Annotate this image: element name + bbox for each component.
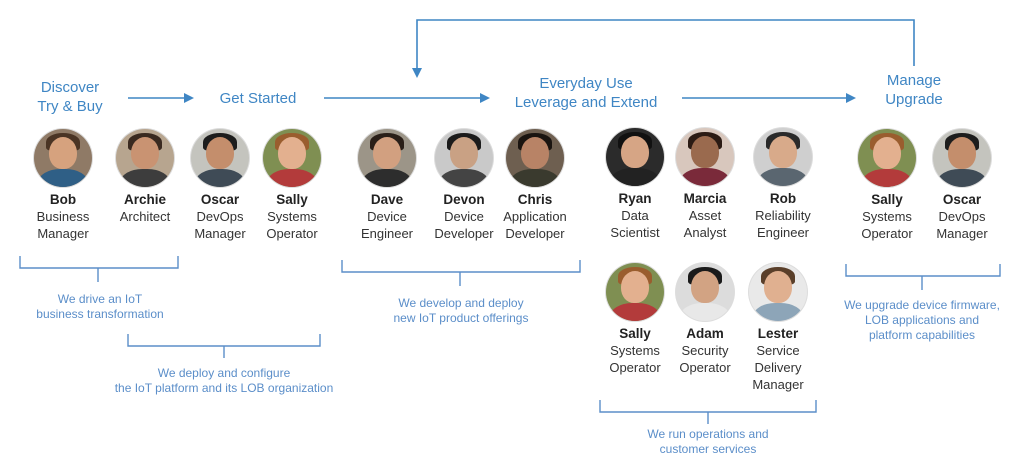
person-name: Adam <box>686 326 724 341</box>
stage-get-started: Get Started <box>219 90 297 107</box>
avatar-devon <box>435 129 493 187</box>
person-role: DevOps Manager <box>194 209 246 241</box>
avatar-sally <box>606 263 664 321</box>
person-role: Systems Operator <box>266 209 318 241</box>
caption-upgrade: We upgrade device firmware, LOB applicat… <box>844 298 1000 342</box>
avatar-sally <box>263 129 321 187</box>
avatar-rob <box>754 128 812 186</box>
person-role: Device Engineer <box>360 209 414 241</box>
person-sally: Sally Systems Operator <box>842 129 932 242</box>
person-name: Rob <box>769 191 797 206</box>
bracket-develop <box>341 260 581 286</box>
person-name: Sally <box>871 192 903 207</box>
person-name: Oscar <box>200 192 240 207</box>
person-devon: Devon Device Developer <box>419 129 509 242</box>
stage-discover: Discover Try & Buy <box>37 79 103 115</box>
caption-operations: We run operations and customer services <box>647 427 769 456</box>
person-sally: Sally Systems Operator <box>590 263 680 376</box>
avatar-adam <box>676 263 734 321</box>
person-role: Device Developer <box>434 209 494 241</box>
person-ryan: Ryan Data Scientist <box>590 128 680 241</box>
person-sally: Sally Systems Operator <box>247 129 337 242</box>
person-role: Systems Operator <box>861 209 913 241</box>
person-name: Oscar <box>942 192 982 207</box>
person-oscar: Oscar DevOps Manager <box>175 129 265 242</box>
person-archie: Archie Architect <box>100 129 190 225</box>
person-role: Security Operator <box>679 343 731 375</box>
bracket-operations <box>599 400 817 424</box>
person-role: Architect <box>119 209 171 224</box>
avatar-bob <box>34 129 92 187</box>
person-role: DevOps Manager <box>936 209 988 241</box>
caption-develop: We develop and deploy new IoT product of… <box>393 296 529 325</box>
person-chris: Chris Application Developer <box>490 129 580 242</box>
person-lester: Lester Service Delivery Manager <box>733 263 823 393</box>
avatar-ryan <box>606 128 664 186</box>
person-oscar: Oscar DevOps Manager <box>917 129 1007 242</box>
bracket-transform <box>19 256 179 282</box>
caption-deploy: We deploy and configure the IoT platform… <box>114 366 334 395</box>
person-role: Systems Operator <box>609 343 661 375</box>
person-name: Ryan <box>618 191 652 206</box>
person-rob: Rob Reliability Engineer <box>738 128 828 241</box>
avatar-oscar <box>933 129 991 187</box>
avatar-lester <box>749 263 807 321</box>
bracket-upgrade <box>845 264 1001 290</box>
bracket-deploy <box>127 334 321 358</box>
arrow-upgrade-loop <box>412 19 915 78</box>
caption-transform: We drive an IoT business transformation <box>36 292 164 321</box>
person-role: Application Developer <box>503 209 567 241</box>
person-role: Data Scientist <box>610 208 660 240</box>
person-name: Chris <box>517 192 553 207</box>
stage-everyday-use: Everyday Use Leverage and Extend <box>514 75 658 111</box>
person-name: Lester <box>757 326 799 341</box>
person-name: Sally <box>276 192 308 207</box>
person-name: Bob <box>49 192 77 207</box>
stage-manage: Manage Upgrade <box>885 72 943 108</box>
person-marcia: Marcia Asset Analyst <box>660 128 750 241</box>
avatar-marcia <box>676 128 734 186</box>
person-role: Asset Analyst <box>683 208 727 240</box>
avatar-archie <box>116 129 174 187</box>
person-role: Business Manager <box>36 209 90 241</box>
avatar-oscar <box>191 129 249 187</box>
person-bob: Bob Business Manager <box>18 129 108 242</box>
person-name: Archie <box>123 192 167 207</box>
avatar-sally <box>858 129 916 187</box>
avatar-dave <box>358 129 416 187</box>
avatar-chris <box>506 129 564 187</box>
person-role: Reliability Engineer <box>755 208 811 240</box>
person-role: Service Delivery Manager <box>752 343 804 392</box>
person-dave: Dave Device Engineer <box>342 129 432 242</box>
person-name: Devon <box>443 192 485 207</box>
person-adam: Adam Security Operator <box>660 263 750 376</box>
person-name: Sally <box>619 326 651 341</box>
person-name: Dave <box>370 192 404 207</box>
person-name: Marcia <box>683 191 727 206</box>
